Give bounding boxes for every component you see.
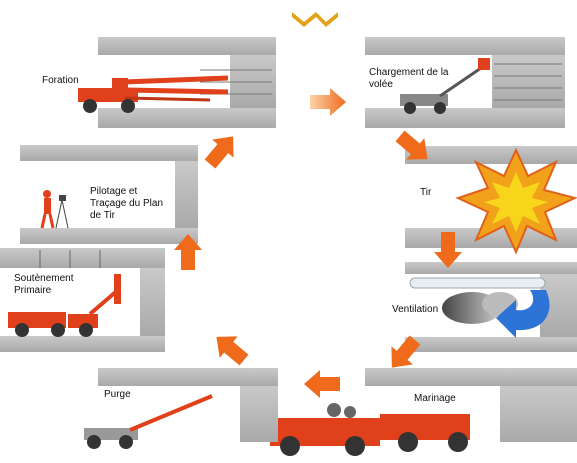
panel-purge (84, 368, 278, 449)
scaler-machine-icon (84, 396, 212, 449)
arrow-pilotage-to-foration (199, 127, 244, 173)
label-ventilation: Ventilation (392, 304, 438, 316)
panel-tir (405, 146, 577, 252)
surveyor-icon (42, 190, 68, 228)
label-marinage: Marinage (414, 393, 456, 405)
arrow-purge-to-soutenement (207, 326, 253, 371)
panel-foration (78, 37, 276, 128)
loader-truck-icon (270, 403, 470, 456)
logo-icon (292, 12, 338, 27)
label-purge: Purge (104, 389, 131, 401)
drill-jumbo-icon (78, 78, 228, 113)
label-tir: Tir (420, 187, 431, 199)
label-soutenement: Soutènement Primaire (14, 273, 74, 297)
label-pilotage: Pilotage et Traçage du Plan de Tir (90, 186, 163, 222)
label-foration: Foration (42, 75, 79, 87)
ventilation-duct-icon (410, 278, 545, 288)
panel-soutenement (0, 248, 165, 352)
arrow-foration-to-chargement (310, 88, 346, 116)
label-chargement: Chargement de la volée (369, 67, 449, 91)
arrow-marinage-to-purge (304, 370, 340, 398)
